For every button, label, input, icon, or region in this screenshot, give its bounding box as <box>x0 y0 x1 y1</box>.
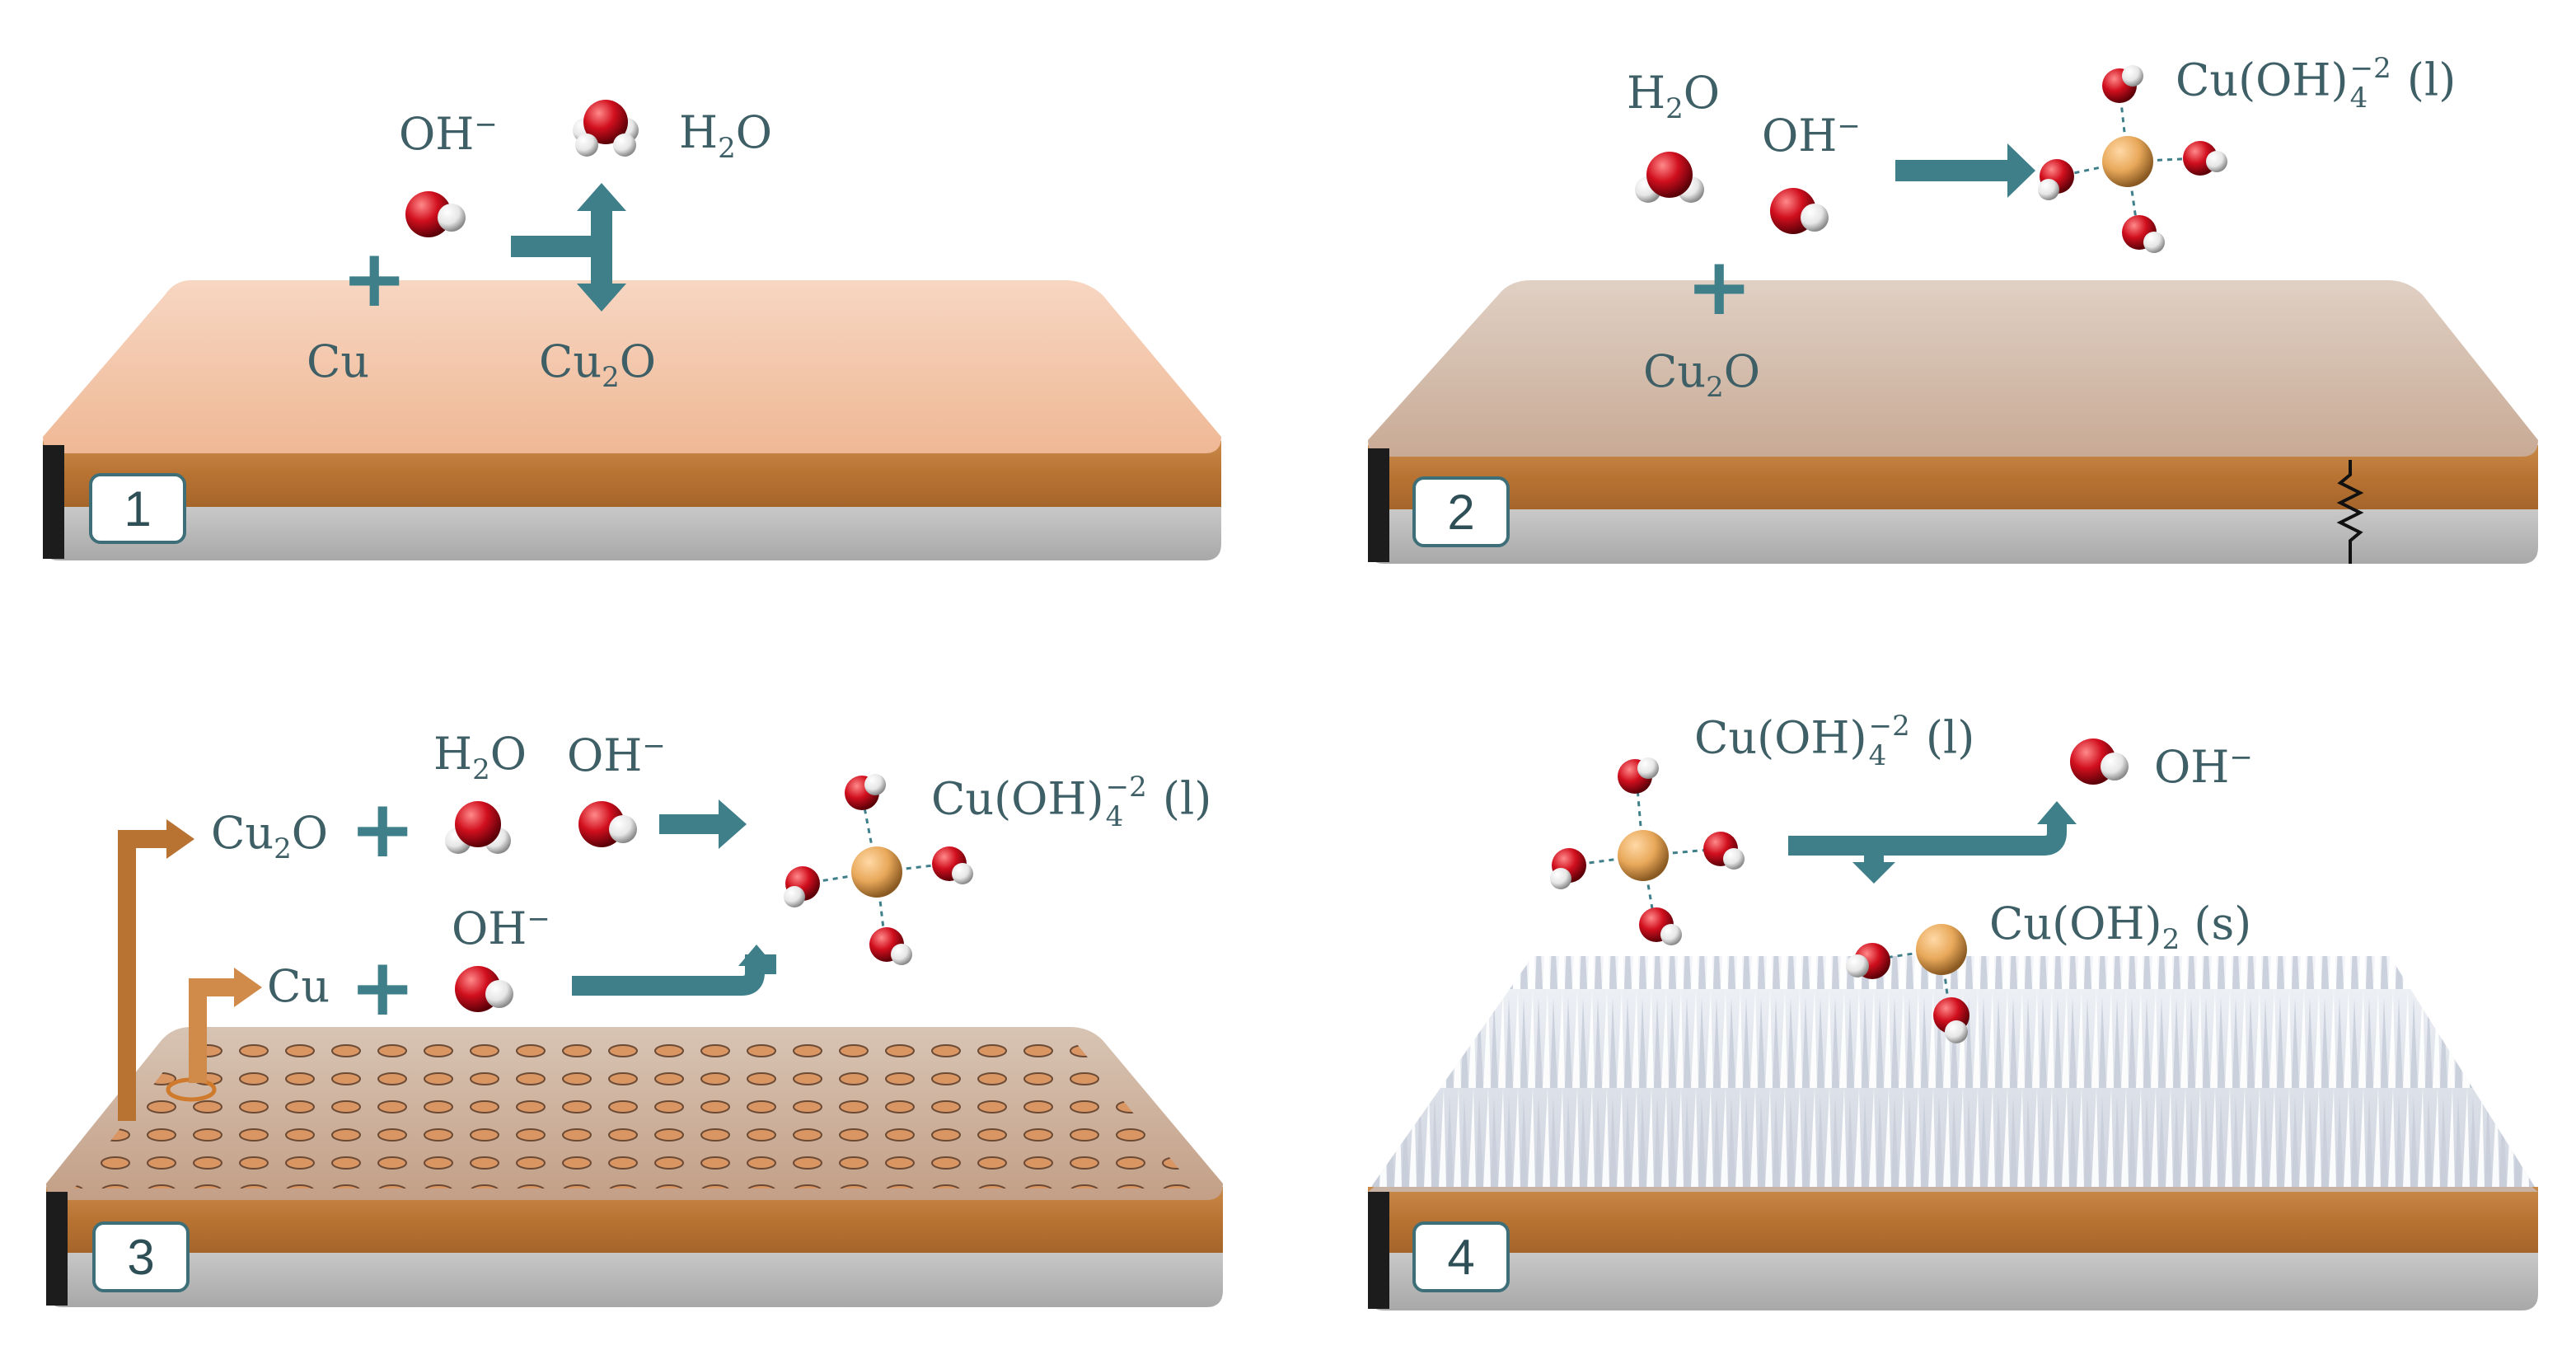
reaction-arrow-3a <box>659 799 747 849</box>
panel-number-badge-1: 1 <box>89 473 186 544</box>
hydroxide-molecule-4 <box>2070 738 2129 785</box>
oxide-pathway-arrow-3 <box>118 819 194 1121</box>
cu-oh4-complex-2 <box>2038 65 2227 253</box>
plus-sign-3b: + <box>349 941 416 1034</box>
reaction-arrow-2 <box>1895 143 2035 198</box>
panel-2 <box>1368 65 2538 564</box>
slab-2-substrate-layer <box>1368 498 2538 564</box>
water-molecule-3 <box>445 801 511 854</box>
panel-number-badge-4: 4 <box>1412 1221 1510 1292</box>
label-cu2o-3: Cu2O <box>211 807 329 865</box>
label-cu-1: Cu <box>307 335 370 387</box>
label-oh-2: OH− <box>1762 110 1861 162</box>
slab-2-edge-shadow <box>1368 448 1389 562</box>
label-cu-oh2-4: Cu(OH)2 (s) <box>1989 898 2252 956</box>
label-oh-4: OH− <box>2154 741 2253 793</box>
label-h2o-1: H2O <box>679 106 773 165</box>
metal-pathway-arrow-3 <box>166 968 262 1102</box>
reaction-split-arrow-1 <box>511 183 626 312</box>
crack-line <box>2336 460 2364 564</box>
slab-4-substrate-layer <box>1368 1240 2538 1310</box>
slab-2-oxide-surface <box>1368 280 2538 457</box>
water-molecule-1 <box>573 100 639 157</box>
label-oh-3-top: OH− <box>567 729 666 781</box>
slab-1-top-surface <box>43 280 1221 453</box>
panel-number-badge-3: 3 <box>92 1221 190 1292</box>
panel-4 <box>1368 738 2538 1310</box>
label-h2o-3: H2O <box>433 728 527 786</box>
label-cu2o-2: Cu2O <box>1643 345 1761 404</box>
panel-number-badge-2: 2 <box>1412 476 1510 547</box>
label-cu2o-1: Cu2O <box>539 335 657 394</box>
plus-sign-1: + <box>341 232 408 325</box>
hydroxide-molecule-1 <box>405 191 466 237</box>
hydroxide-molecule-3b <box>455 966 513 1012</box>
hydroxide-molecule-2 <box>1770 188 1829 234</box>
cu-oh4-complex-4 <box>1550 757 1745 945</box>
slab-4-copper-layer <box>1368 1187 2538 1253</box>
pitted-holes-pattern <box>74 1035 1195 1188</box>
cu-oh4-complex-3 <box>784 774 973 965</box>
slab-1-substrate-layer <box>43 495 1221 560</box>
label-cu-3: Cu <box>267 960 330 1012</box>
label-oh-1: OH− <box>399 108 498 160</box>
slab-3-substrate-layer <box>46 1236 1223 1307</box>
plus-sign-2: + <box>1686 241 1753 333</box>
slab-4-edge-shadow <box>1368 1192 1389 1309</box>
label-h2o-2: H2O <box>1627 67 1721 125</box>
panel-3 <box>46 774 1223 1307</box>
label-oh-3-mid: OH− <box>452 903 550 954</box>
hydroxide-molecule-3a <box>578 801 637 847</box>
slab-1-edge-shadow <box>43 445 64 559</box>
panel-1 <box>43 100 1221 560</box>
plus-sign-3a: + <box>349 783 416 875</box>
nanowire-spikes <box>1371 956 2535 1187</box>
water-molecule-2 <box>1635 152 1704 203</box>
cu-oh2-molecule-4 <box>1846 924 1969 1043</box>
reaction-split-arrow-4 <box>1788 801 2077 884</box>
slab-3-edge-shadow <box>46 1192 68 1306</box>
reaction-arrow-3b <box>572 945 776 996</box>
